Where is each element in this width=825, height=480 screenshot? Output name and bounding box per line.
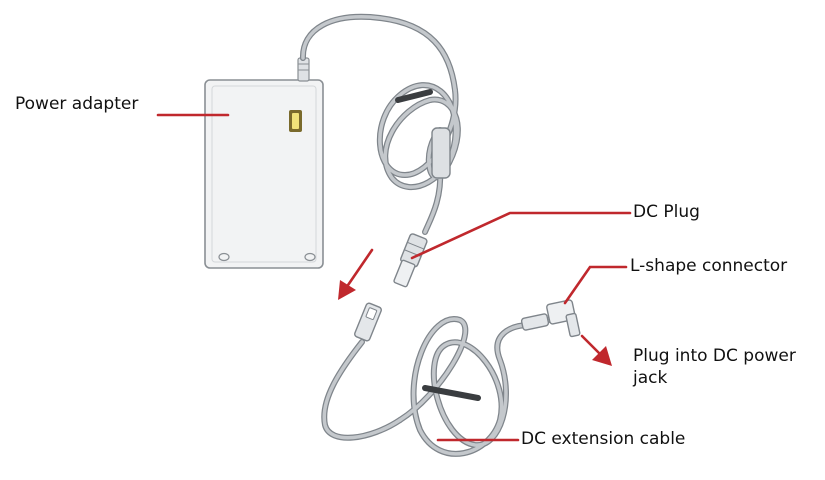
label-l-shape-connector: L-shape connector: [630, 256, 788, 276]
label-power-adapter: Power adapter: [15, 94, 139, 114]
label-plug-into-jack: Plug into DC power jack: [633, 346, 796, 388]
label-dc-extension-cable: DC extension cable: [521, 429, 686, 449]
adapter-cable-illustration: [299, 13, 461, 235]
arrow-connect-plug: [338, 248, 374, 300]
extension-socket-illustration: [354, 302, 382, 342]
annotation-marks: [156, 113, 632, 442]
power-adapter-illustration: [204, 57, 324, 269]
dc-plug-illustration: [393, 233, 428, 288]
l-shape-connector-illustration: [520, 299, 581, 338]
leader-l-shape-connector: [563, 265, 628, 305]
arrow-plug-into-jack: [580, 334, 612, 366]
leader-dc-plug: [410, 211, 632, 260]
label-dc-plug: DC Plug: [633, 202, 700, 222]
